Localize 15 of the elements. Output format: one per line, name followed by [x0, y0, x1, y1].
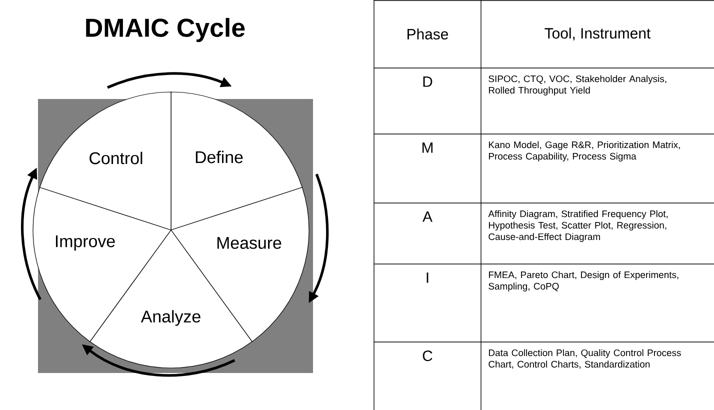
tool-list: Affinity Diagram, Stratified Frequency Plot, Hypothesis Test, Scatter Plot, Regression, Cause-and-Effect Diagram	[488, 210, 668, 242]
phase-letter: M	[422, 142, 432, 153]
pie-sector: Control	[39, 92, 172, 230]
tool-list: Kano Model, Gage R&R, Prioritization Matrix, Process Capability, Process Sigma	[488, 141, 680, 162]
page-title: DMAIC Cycle	[86, 18, 245, 42]
phase-letter: I	[426, 272, 428, 283]
phase-letter: A	[422, 212, 432, 222]
tool-list: FMEA, Pareto Chart, Design of Experiments, Sampling, CoPQ	[488, 271, 678, 292]
phase-letter: D	[423, 76, 432, 87]
tool-list: SIPOC, CTQ, VOC, Stakeholder Analysis, Rolled Throughput Yield	[488, 75, 666, 96]
column-header: Tool, Instrument	[544, 28, 651, 40]
column-header: Phase	[408, 28, 448, 40]
tool-list: Data Collection Plan, Quality Control Process Chart, Control Charts, Standardization	[488, 349, 681, 369]
pie-sector: Define	[170, 92, 303, 230]
phase-letter: C	[422, 350, 432, 362]
